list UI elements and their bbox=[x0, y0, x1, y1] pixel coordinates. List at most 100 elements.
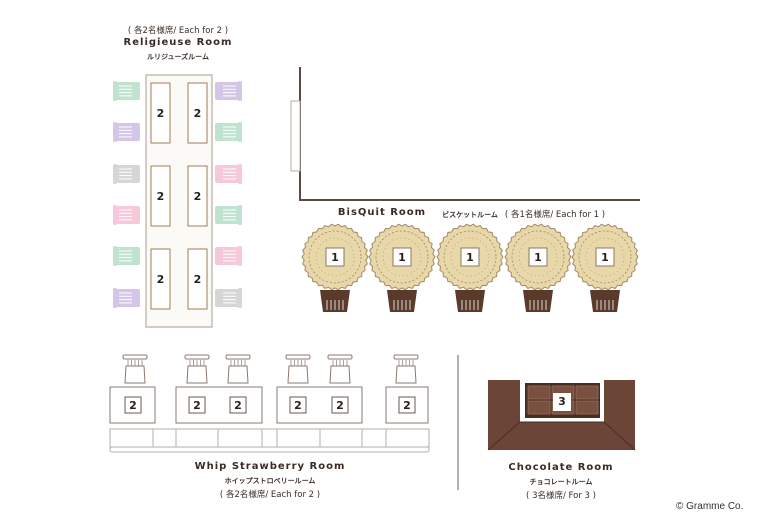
chair-back bbox=[113, 205, 117, 225]
chair-seat bbox=[287, 365, 309, 384]
counter-edge bbox=[109, 446, 430, 453]
table-seat-count: 2 bbox=[157, 273, 165, 286]
seat-label-box bbox=[229, 396, 247, 414]
chair-back bbox=[113, 288, 117, 308]
chair-seat bbox=[113, 165, 140, 183]
chair-icon bbox=[215, 164, 242, 184]
seat-label-box bbox=[188, 396, 206, 414]
wall bbox=[299, 67, 640, 201]
chair-seat bbox=[329, 365, 351, 384]
table-seat-count: 1 bbox=[331, 251, 339, 264]
table-seat-count: 2 bbox=[194, 273, 202, 286]
chair-seat bbox=[215, 206, 242, 224]
table-top bbox=[150, 82, 171, 144]
chair-icon bbox=[113, 81, 140, 101]
whip-subtitle: ホイップストロベリールーム bbox=[224, 477, 316, 485]
seat-label-box bbox=[392, 247, 412, 267]
chair-seat bbox=[113, 206, 140, 224]
seat-label-box bbox=[528, 247, 548, 267]
chair-seat bbox=[215, 82, 242, 100]
table-top bbox=[187, 165, 208, 227]
chair-back bbox=[238, 122, 242, 142]
table-seat-count: 1 bbox=[398, 251, 406, 264]
chair-seat bbox=[227, 365, 249, 384]
table-top bbox=[150, 248, 171, 310]
chocolate-piece bbox=[527, 385, 551, 400]
chair-icon bbox=[215, 205, 242, 225]
table-top bbox=[187, 248, 208, 310]
chair-back bbox=[122, 354, 148, 360]
religieuse-table: 2 bbox=[187, 248, 208, 310]
chair-back bbox=[113, 164, 117, 184]
table-seat-count: 1 bbox=[601, 251, 609, 264]
chair-seat bbox=[113, 247, 140, 265]
chocolate-piece bbox=[575, 385, 599, 400]
religieuse-table: 2 bbox=[187, 82, 208, 144]
chair-seat bbox=[215, 123, 242, 141]
chair-icon bbox=[215, 81, 242, 101]
chocolate-piece bbox=[527, 400, 551, 415]
cookie-pattern bbox=[585, 237, 625, 277]
cookie-pattern bbox=[382, 237, 422, 277]
chocolate-title: Chocolate Room bbox=[508, 462, 614, 473]
whip-table: 2 bbox=[109, 386, 156, 424]
chair-icon bbox=[113, 246, 140, 266]
table-seat-count: 3 bbox=[558, 395, 566, 408]
chair-icon bbox=[113, 122, 140, 142]
table-seat-count: 2 bbox=[294, 399, 302, 412]
cookie-pattern bbox=[308, 230, 362, 284]
chair-icon bbox=[113, 164, 140, 184]
table-seat-count: 2 bbox=[194, 107, 202, 120]
chair-back bbox=[238, 246, 242, 266]
bisquit-table: 1 bbox=[368, 223, 436, 312]
religieuse-title: Religieuse Room bbox=[123, 37, 233, 48]
whip-capacity: ( 各2名様席/ Each for 2 ) bbox=[219, 490, 321, 500]
chair-seat bbox=[215, 289, 242, 307]
chair-back bbox=[285, 354, 311, 360]
chair-icon bbox=[113, 205, 140, 225]
chair-icon bbox=[113, 288, 140, 308]
chair-seat bbox=[113, 123, 140, 141]
cookie-pattern bbox=[375, 230, 429, 284]
table-top bbox=[150, 165, 171, 227]
cookie-pattern bbox=[443, 230, 497, 284]
chair-icon bbox=[285, 354, 311, 384]
whip-table: 2 bbox=[385, 386, 429, 424]
table-top bbox=[187, 82, 208, 144]
cookie-pattern bbox=[450, 237, 490, 277]
seat-label-box bbox=[325, 247, 345, 267]
bisquit-title: BisQuit Room bbox=[337, 207, 427, 218]
chocolate-table: 3 bbox=[487, 380, 636, 451]
bisquit-capacity: ( 各1名様席/ Each for 1 ) bbox=[504, 210, 606, 220]
chair-icon bbox=[215, 122, 242, 142]
counter bbox=[109, 428, 430, 448]
chair-icon bbox=[327, 354, 353, 384]
chair-back bbox=[225, 354, 251, 360]
chair-seat bbox=[186, 365, 208, 384]
chocolate-piece bbox=[575, 400, 599, 415]
chair-icon bbox=[393, 354, 419, 384]
bisquit-subtitle: ビスケットルーム bbox=[442, 211, 498, 219]
bisquit-table: 1 bbox=[571, 223, 639, 312]
seat-label-box bbox=[553, 393, 571, 411]
cookie-pattern bbox=[518, 237, 558, 277]
chair-seat bbox=[113, 289, 140, 307]
table-seat-count: 2 bbox=[129, 399, 137, 412]
bisquit-table: 1 bbox=[301, 223, 369, 312]
chair-icon bbox=[184, 354, 210, 384]
copyright: © Gramme Co. bbox=[676, 501, 744, 512]
table-seat-count: 2 bbox=[193, 399, 201, 412]
door bbox=[290, 100, 301, 172]
sofa-edge bbox=[487, 421, 636, 451]
table-seat-count: 2 bbox=[403, 399, 411, 412]
chair-back bbox=[113, 81, 117, 101]
seat-label-box bbox=[289, 396, 307, 414]
table-seat-count: 2 bbox=[157, 190, 165, 203]
chair-icon bbox=[215, 288, 242, 308]
chair-back bbox=[113, 122, 117, 142]
chair-seat bbox=[395, 365, 417, 384]
chair-icon bbox=[122, 354, 148, 384]
cookie-pattern bbox=[315, 237, 355, 277]
